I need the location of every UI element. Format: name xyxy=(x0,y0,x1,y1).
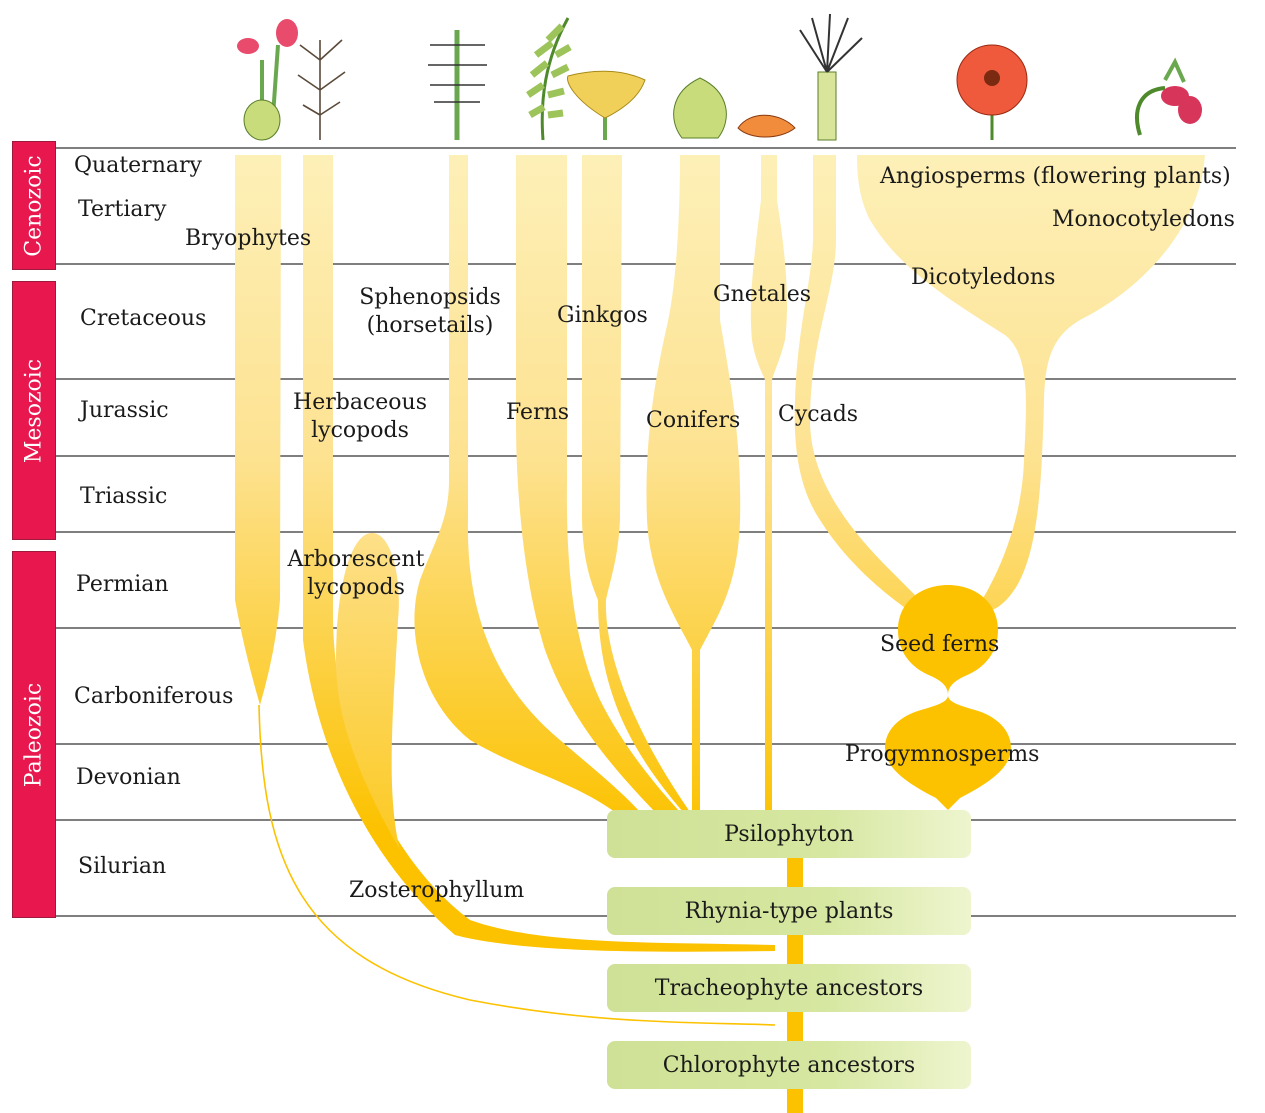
gnetales-branch xyxy=(751,155,787,812)
era-paleozoic: Paleozoic xyxy=(12,551,56,918)
monocot-flower-icon xyxy=(1137,62,1202,135)
moss-icon xyxy=(237,19,298,140)
label-gnetales: Gnetales xyxy=(713,281,811,309)
period-permian: Permian xyxy=(76,571,169,599)
horsetail-icon xyxy=(428,30,487,140)
label-dicotyledons: Dicotyledons xyxy=(911,264,1055,292)
label-arborescent-line1: Arborescent xyxy=(256,546,456,574)
fern-icon xyxy=(528,18,570,140)
ancestor-box-psilophyton: Psilophyton xyxy=(607,810,971,858)
label-sphenopsids-line1: Sphenopsids xyxy=(330,284,530,312)
label-bryophytes: Bryophytes xyxy=(185,225,311,253)
ginkgo-leaf-icon xyxy=(567,71,645,140)
label-zosterophyllum: Zosterophyllum xyxy=(349,877,524,905)
period-carboniferous: Carboniferous xyxy=(74,683,233,711)
flower-icon xyxy=(957,45,1027,140)
era-cenozoic: Cenozoic xyxy=(12,141,56,270)
gnetales-icon xyxy=(738,115,795,137)
era-label-mesozoic: Mesozoic xyxy=(22,358,47,462)
label-cycads: Cycads xyxy=(778,401,858,429)
ancestor-box-tracheophyte: Tracheophyte ancestors xyxy=(607,964,971,1012)
label-herbaceous-lycopods: Herbaceous lycopods xyxy=(260,389,460,444)
label-arborescent-line2: lycopods xyxy=(256,574,456,602)
ancestor-box-chlorophyte: Chlorophyte ancestors xyxy=(607,1041,971,1089)
period-cretaceous: Cretaceous xyxy=(80,305,206,333)
label-ginkgos: Ginkgos xyxy=(557,302,648,330)
liverwort-icon xyxy=(298,40,345,140)
label-progymnosperms: Progymnosperms xyxy=(845,741,1039,769)
label-herbaceous-line1: Herbaceous xyxy=(260,389,460,417)
label-ferns: Ferns xyxy=(506,399,569,427)
cycad-icon xyxy=(800,14,862,140)
seed-ferns-branch xyxy=(885,585,1011,810)
period-devonian: Devonian xyxy=(76,764,181,792)
label-sphenopsids: Sphenopsids (horsetails) xyxy=(330,284,530,339)
plant-illustrations xyxy=(237,14,1202,140)
era-label-paleozoic: Paleozoic xyxy=(22,682,47,786)
label-conifers: Conifers xyxy=(646,407,740,435)
period-tertiary: Tertiary xyxy=(78,196,166,224)
label-angiosperms: Angiosperms (flowering plants) xyxy=(880,163,1231,191)
label-sphenopsids-line2: (horsetails) xyxy=(330,312,530,340)
label-monocotyledons: Monocotyledons xyxy=(1052,206,1235,234)
label-herbaceous-line2: lycopods xyxy=(260,417,460,445)
ancestor-box-rhynia: Rhynia-type plants xyxy=(607,887,971,935)
period-silurian: Silurian xyxy=(78,853,166,881)
label-arborescent-lycopods: Arborescent lycopods xyxy=(256,546,456,601)
era-label-cenozoic: Cenozoic xyxy=(22,155,47,256)
period-quaternary: Quaternary xyxy=(74,152,202,180)
period-jurassic: Jurassic xyxy=(80,397,169,425)
label-seed-ferns: Seed ferns xyxy=(880,631,999,659)
era-mesozoic: Mesozoic xyxy=(12,281,56,540)
conifers-branch xyxy=(646,155,740,812)
conifer-cone-icon xyxy=(674,78,727,138)
period-triassic: Triassic xyxy=(80,483,167,511)
